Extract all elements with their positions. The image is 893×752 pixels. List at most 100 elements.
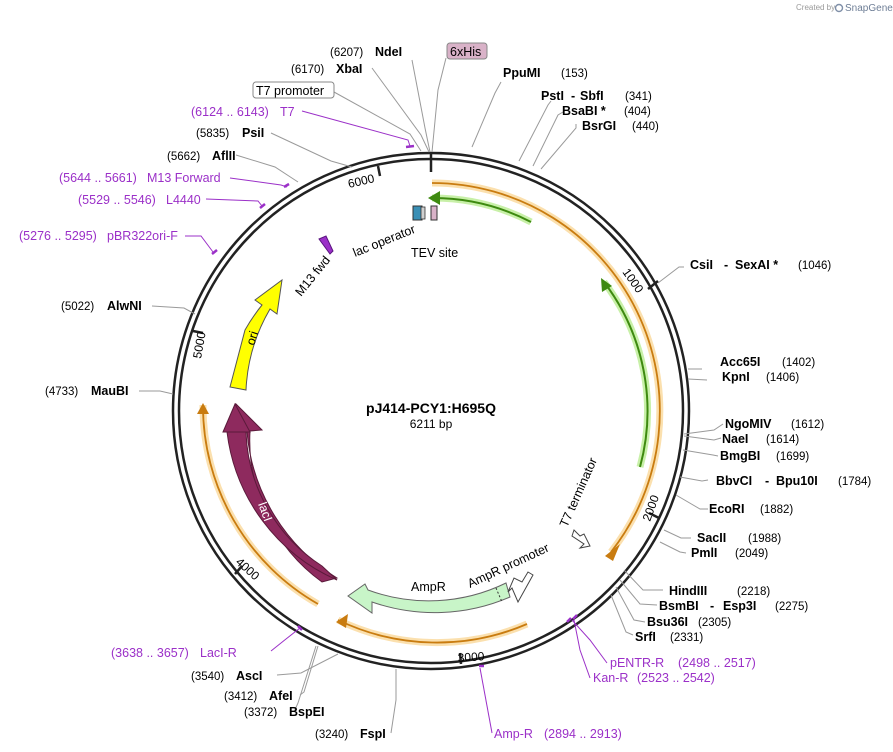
- enzyme-name[interactable]: PstI: [541, 89, 564, 103]
- enzyme-pos: (1784): [838, 476, 871, 488]
- enzyme-name[interactable]: BsrGI: [582, 119, 616, 133]
- enzyme-name[interactable]: AflII: [212, 149, 236, 163]
- enzyme-name[interactable]: MauBI: [91, 384, 129, 398]
- enzyme-name[interactable]: PsiI: [242, 126, 264, 140]
- primer-range: (3638 .. 3657): [111, 646, 189, 660]
- enzyme-name[interactable]: Bpu10I: [776, 474, 818, 488]
- m13-fwd-label: M13 fwd: [292, 253, 333, 299]
- created-by-label: Created by: [796, 3, 835, 12]
- primer-range: (6124 .. 6143): [191, 105, 269, 119]
- primer-marks: [211, 144, 578, 668]
- primer-name[interactable]: pBR322ori-F: [107, 229, 178, 243]
- ori-label: ori: [244, 329, 262, 347]
- orf-arc-lower: [336, 614, 529, 647]
- ampr-promoter-label: AmpR promoter: [465, 541, 551, 591]
- tev-site-box: [430, 205, 438, 221]
- primer-range: (5644 .. 5661): [59, 171, 137, 185]
- primer-name[interactable]: L4440: [166, 193, 201, 207]
- orf-arc-left: [197, 403, 320, 608]
- enzyme-name[interactable]: NdeI: [375, 45, 402, 59]
- enzyme-name[interactable]: Acc65I: [720, 355, 760, 369]
- enzyme-name[interactable]: PpuMI: [503, 66, 541, 80]
- enzyme-name[interactable]: SbfI: [580, 89, 604, 103]
- plasmid-name: pJ414-PCY1:H695Q: [366, 400, 496, 416]
- enzyme-name[interactable]: PmlI: [691, 546, 717, 560]
- enzyme-pos: (404): [624, 106, 651, 118]
- enzyme-pos: (1699): [776, 451, 809, 463]
- enzyme-name[interactable]: FspI: [360, 727, 386, 741]
- primer-name[interactable]: M13 Forward: [147, 171, 221, 185]
- sixhis-label-box[interactable]: 6xHis: [446, 42, 488, 60]
- enzyme-name[interactable]: EcoRI: [709, 502, 744, 516]
- t7-terminator-label: T7 terminator: [557, 456, 600, 530]
- primer-name[interactable]: Amp-R: [494, 727, 533, 741]
- primer-name[interactable]: LacI-R: [200, 646, 237, 660]
- t7-promoter-label-box[interactable]: T7 promoter: [252, 81, 335, 99]
- enzyme-pos: (2305): [698, 617, 731, 629]
- enzyme-pos: (1988): [748, 533, 781, 545]
- t7-terminator-arrow: [571, 529, 591, 549]
- enzyme-name[interactable]: BsaBI *: [562, 104, 606, 118]
- enzyme-pos: (2049): [735, 548, 768, 560]
- enzyme-pos: (3412): [224, 691, 257, 703]
- enzyme-name[interactable]: AlwNI: [107, 299, 142, 313]
- enzyme-name[interactable]: Esp3I: [723, 599, 756, 613]
- tick-label-5000: 5000: [190, 330, 208, 359]
- primer-leader-lines: [185, 110, 608, 734]
- gene-arc-green-right: [601, 278, 651, 468]
- primer-range: (5529 .. 5546): [78, 193, 156, 207]
- laci-arrowhead: [222, 402, 251, 433]
- sixhis-label: 6xHis: [450, 45, 481, 59]
- enzyme-name[interactable]: Bsu36I: [647, 615, 688, 629]
- enzyme-name[interactable]: BbvCI: [716, 474, 752, 488]
- t7-promoter-label: T7 promoter: [256, 84, 324, 98]
- enzyme-name[interactable]: SacII: [697, 531, 726, 545]
- enzyme-pos: (1406): [766, 372, 799, 384]
- primer-range: (2523 .. 2542): [637, 671, 715, 685]
- enzyme-pos: (2275): [775, 601, 808, 613]
- ampr-feature: [347, 582, 511, 614]
- enzyme-name[interactable]: AfeI: [269, 689, 293, 703]
- enzyme-pos: (341): [625, 91, 652, 103]
- primer-range: (2894 .. 2913): [544, 727, 622, 741]
- snapgene-brand-label: SnapGene: [845, 3, 893, 14]
- enzyme-pos: (3240): [315, 729, 348, 741]
- gene-arc-green-top: [428, 191, 533, 226]
- tick-label-3000: 3000: [457, 649, 485, 665]
- primer-name[interactable]: Kan-R: [593, 671, 628, 685]
- enzyme-name[interactable]: BsmBI: [659, 599, 699, 613]
- leader-lines: [139, 57, 724, 734]
- enzyme-pos: (1882): [760, 504, 793, 516]
- tev-site-label: TEV site: [411, 246, 458, 260]
- primer-range: (5276 .. 5295): [19, 229, 97, 243]
- enzyme-name[interactable]: BmgBI: [720, 449, 760, 463]
- tick-label-6000: 6000: [347, 171, 376, 191]
- enzyme-name[interactable]: AscI: [236, 669, 262, 683]
- enzyme-name[interactable]: XbaI: [336, 62, 362, 76]
- enzyme-pos: (5835): [196, 128, 229, 140]
- enzyme-pos: (1614): [766, 434, 799, 446]
- enzyme-pos: (1612): [791, 419, 824, 431]
- ampr-label: AmpR: [411, 580, 446, 594]
- enzyme-name[interactable]: NgoMIV: [725, 417, 772, 431]
- plasmid-length: 6211 bp: [410, 417, 453, 431]
- enzyme-name[interactable]: KpnI: [722, 370, 750, 384]
- enzyme-name[interactable]: CsiI: [690, 258, 713, 272]
- primer-name[interactable]: pENTR-R: [610, 656, 664, 670]
- ampr-promoter-arrow: [507, 571, 534, 604]
- m13-fwd-marker: [318, 235, 334, 255]
- enzyme-pos: (3540): [191, 671, 224, 683]
- enzyme-separator: -: [571, 89, 575, 103]
- enzyme-pos: (1046): [798, 260, 831, 272]
- enzyme-name[interactable]: HindIII: [669, 584, 707, 598]
- enzyme-separator: -: [765, 474, 769, 488]
- primer-name[interactable]: T7: [280, 105, 295, 119]
- enzyme-name[interactable]: SrfI: [635, 630, 656, 644]
- enzyme-name[interactable]: NaeI: [722, 432, 748, 446]
- enzyme-name[interactable]: SexAI *: [735, 258, 778, 272]
- orf-arc-outer: [431, 179, 664, 561]
- enzyme-pos: (2331): [670, 632, 703, 644]
- enzyme-name[interactable]: BspEI: [289, 705, 324, 719]
- enzyme-pos: (2218): [737, 586, 770, 598]
